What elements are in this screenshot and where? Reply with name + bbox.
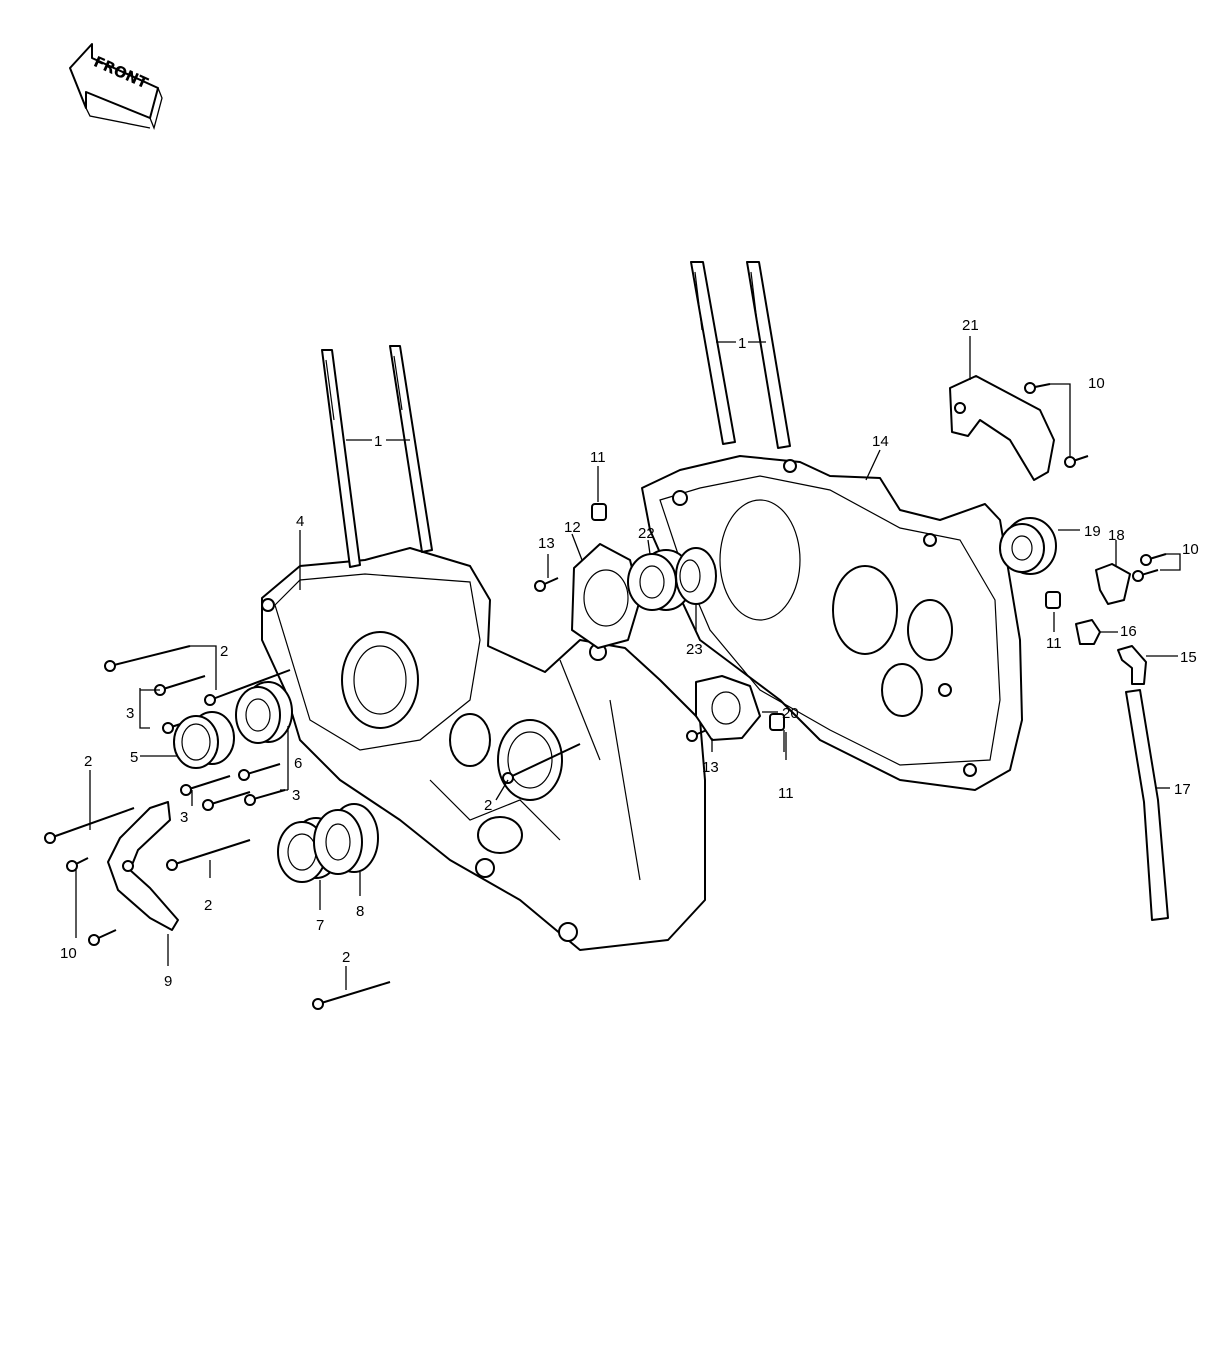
callout-4: 4 [296,513,304,530]
clip-18 [1095,563,1131,605]
callout-2-bottom: 2 [342,949,350,966]
bracket-21 [949,375,1055,481]
leader-lines [75,336,1181,990]
callout-8: 8 [356,903,364,920]
right-crankcase-half [641,455,1023,791]
breather-hose-17 [1125,689,1169,921]
bearing-8 [313,803,379,875]
callout-2-far-left: 2 [84,753,92,770]
callout-6: 6 [294,755,302,772]
guide-plate-9 [107,801,179,931]
callout-11-top: 11 [590,449,606,466]
callout-2-center: 2 [484,797,492,814]
callout-17: 17 [1174,781,1191,798]
callout-3-right: 3 [292,787,300,804]
callout-18: 18 [1108,527,1125,544]
left-crankcase-half [261,547,706,951]
callout-10-left: 10 [60,945,77,962]
plate-20 [695,675,761,741]
callout-21: 21 [962,317,979,334]
oil-seal-23 [675,547,717,605]
gasket-12 [571,543,641,649]
callout-15: 15 [1180,649,1197,666]
stud-bolts-left [321,345,433,568]
callout-10-right: 10 [1182,541,1199,558]
callout-12: 12 [564,519,581,536]
callout-1-right: 1 [738,335,746,352]
callout-3-left: 3 [126,705,134,722]
dowel-pins-11 [591,503,1061,731]
callout-5: 5 [130,749,138,766]
callout-11-right: 11 [1046,635,1062,652]
callout-2-lower-left: 2 [204,897,212,914]
callout-9: 9 [164,973,172,990]
callout-20: 20 [782,705,799,722]
bearing-6 [235,681,293,744]
callout-10-upper-right: 10 [1088,375,1105,392]
elbow-15 [1117,645,1147,685]
callout-2-upper-left: 2 [220,643,228,660]
callout-11-bottom: 11 [778,785,794,802]
callout-13-right: 13 [702,759,719,776]
stud-bolts-right [690,261,791,449]
long-bolts [44,645,581,1010]
callout-1-left: 1 [374,433,382,450]
callout-3-lower: 3 [180,809,188,826]
grommet-16 [1075,619,1101,645]
callout-7: 7 [316,917,324,934]
callout-22: 22 [638,525,655,542]
callout-23: 23 [686,641,703,658]
bearing-19 [999,517,1057,575]
callout-16: 16 [1120,623,1137,640]
front-arrow-icon: FRONT [69,43,163,131]
callout-14: 14 [872,433,889,450]
oil-seal-5 [173,711,235,769]
small-bolts-10 [66,382,1167,946]
callout-labels: 1 1 2 2 2 2 2 3 3 3 4 5 6 7 8 9 10 10 10… [60,317,1199,990]
callout-13-left: 13 [538,535,555,552]
callout-19: 19 [1084,523,1101,540]
